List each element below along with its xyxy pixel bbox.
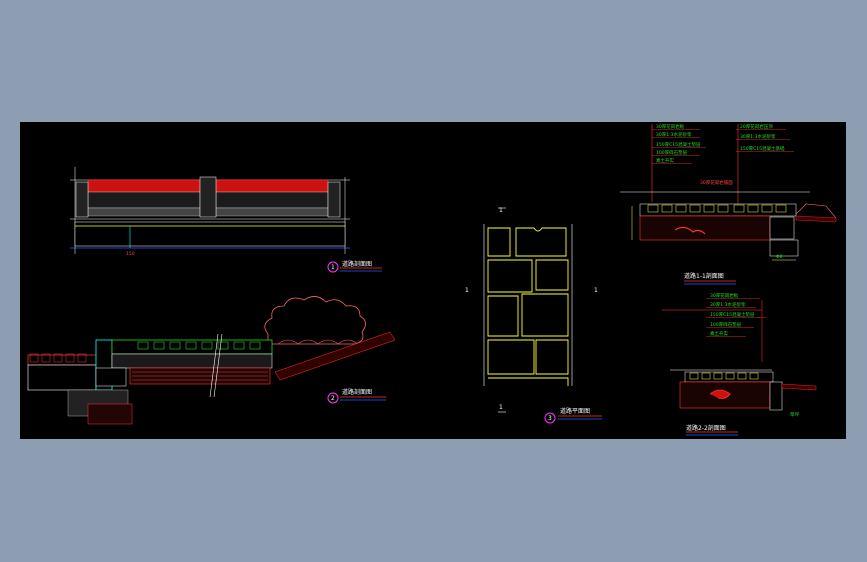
callout-upper-label: 150厚C15混凝土基础 xyxy=(740,145,785,152)
callout-lower-label: 100厚碎石垫层 xyxy=(710,321,742,328)
plan-left-mark: 1 xyxy=(465,287,469,294)
plan-right-mark: 1 xyxy=(594,287,598,294)
callouts-lower-group: 30厚花岗岩板 30厚1:3水泥砂浆 150厚C15混凝土垫层 100厚碎石垫层素土夯… xyxy=(706,292,766,337)
detail-1-bubble: 1 xyxy=(331,264,335,271)
upper-mid-note: 30厚花岗岩铺面 xyxy=(700,179,733,186)
callout-upper-label: 150厚C15混凝土垫层 xyxy=(656,141,701,148)
cad-drawing-canvas[interactable]: 150 1 道路剖面图 xyxy=(20,122,846,439)
callout-lower-label: 30厚花岗岩板 xyxy=(710,292,739,299)
callout-upper-label: 素土夯实 xyxy=(656,157,674,164)
detail-1-title: 道路剖面图 xyxy=(342,260,372,268)
callout-upper-label: 30厚1:3水泥砂浆 xyxy=(740,133,776,140)
detail-2-road-section: 2 道路剖面图 xyxy=(27,296,396,425)
cad-drawing: 150 1 道路剖面图 xyxy=(27,123,837,436)
callout-upper-label: 20厚花岗岩压顶 xyxy=(740,123,773,130)
callout-lower-label: 30厚1:3水泥砂浆 xyxy=(710,301,746,308)
section-mark-top: 1 xyxy=(499,207,503,214)
detail-3-title: 道路平面图 xyxy=(560,407,590,415)
section-mark-bottom: 1 xyxy=(499,404,503,411)
callouts-upper-group: 30厚花岗岩板30厚1:3水泥砂浆150厚C15混凝土垫层100厚碎石垫层素土夯… xyxy=(652,123,794,164)
callout-lower-label: 150厚C15混凝土垫层 xyxy=(710,311,755,318)
detail-3-road-plan: 1 1 1 1 3 道路平面图 xyxy=(465,207,602,424)
detail-4-title: 道路1-1剖面图 xyxy=(684,272,724,280)
detail-4-small-note: Φ8 xyxy=(776,254,783,260)
detail-1-road-section: 150 1 道路剖面图 xyxy=(70,167,382,273)
detail-2-title: 道路剖面图 xyxy=(342,388,372,396)
side-note: 草坪 xyxy=(790,411,799,418)
detail-3-bubble: 3 xyxy=(548,415,552,422)
dimension-note: 150 xyxy=(126,251,135,257)
detail-4-road-section-1-1: Φ8 30厚花岗岩铺面 道路1-1剖面图 xyxy=(620,124,837,285)
detail-2-bubble: 2 xyxy=(331,395,335,402)
callout-upper-label: 30厚花岗岩板 xyxy=(656,123,685,130)
callout-lower-label: 素土夯实 xyxy=(710,330,728,337)
callout-upper-label: 100厚碎石垫层 xyxy=(656,149,688,156)
detail-5-road-section-2-2: 草坪 道路2-2剖面图 xyxy=(662,300,817,436)
callout-upper-label: 30厚1:3水泥砂浆 xyxy=(656,131,692,138)
detail-5-title: 道路2-2剖面图 xyxy=(686,424,726,432)
